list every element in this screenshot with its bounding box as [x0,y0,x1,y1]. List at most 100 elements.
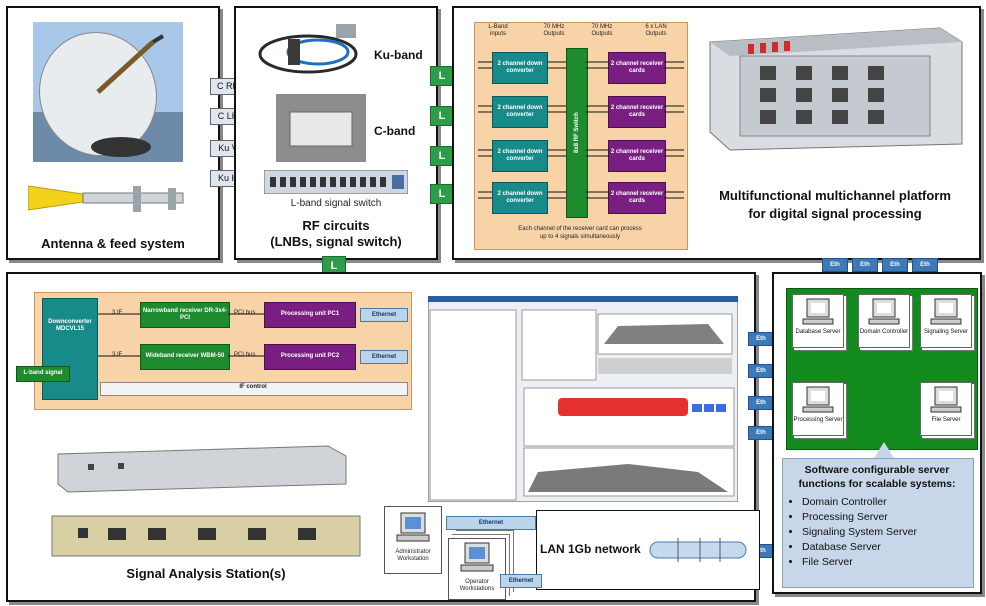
platform-title-2: for digital signal processing [748,206,922,221]
l-arrow-4: L [430,184,454,204]
processing-unit-2: Processing unit PC2 [264,344,356,370]
computer-icon [396,512,430,542]
platform-panel: L-Band inputs 70 MHz Outputs 70 MHz Outp… [452,6,981,260]
lband-signal-box: L-band signal [16,366,70,382]
rf-switch: 8x8 RF Switch [566,48,588,218]
rf-title-2: (LNBs, signal switch) [270,234,402,249]
downconverter-label: Downconverter MDCVL15 [48,319,92,333]
server-label: Signaling Server [923,329,969,335]
server-computer-icon [930,298,962,325]
operator-workstations: Operator Workstations [448,538,506,600]
eth-down-3: Eth [882,258,908,272]
server-function-item: Signaling System Server [802,526,917,538]
l-arrow-1: L [430,66,454,86]
hdr-70mhz-2: 70 MHz Outputs [591,24,613,37]
lband-switch-image [264,170,408,194]
server-label: Database Server [795,329,841,335]
switch-caption: L-band signal switch [290,198,382,209]
antenna-panel: Antenna & feed system [6,6,220,260]
rf-title-1: RF circuits [302,218,370,233]
rack-chassis-image [709,27,963,151]
lnb-ku-image [258,24,358,74]
eth-down-1: Eth [822,258,848,272]
server-callout [782,458,974,588]
server-computer-icon [868,298,900,325]
if-control-label: IF control [239,384,267,390]
server-signaling: Signaling Server [920,294,972,348]
downconverter-2: 2 channel down converter [492,96,548,128]
narrowband-receiver: Narrowband receiver DR-3x4-PCI [140,302,230,328]
receiver-card-1: 2 channel receiver cards [608,52,666,84]
server-computer-icon [930,386,962,413]
downconverter-1: 2 channel down converter [492,52,548,84]
lan-label: LAN 1Gb network [540,542,641,556]
l-arrow-3: L [430,146,454,166]
rack-unit-2-image [51,515,361,557]
server-function-item: Domain Controller [802,496,917,508]
receiver-arrows [478,61,684,199]
c-band-label: C-band [374,124,416,138]
antenna-title: Antenna & feed system [41,236,185,251]
pci-label-2: PCI bus [234,352,256,358]
processing-unit-1: Processing unit PC1 [264,302,356,328]
lnb-c-image [276,94,366,162]
operator-label: Operator Workstations [459,579,495,592]
lan-cable [649,538,747,562]
admin-label: Administrator Workstation [395,549,431,562]
admin-workstation: Administrator Workstation [384,506,442,574]
receiver-card-4: 2 channel receiver cards [608,182,666,214]
servers-panel: Database Server Domain Controller Signal… [772,272,982,594]
server-label: File Server [931,417,961,423]
eth-down-4: Eth [912,258,938,272]
server-label: Processing Server [793,417,843,423]
ethernet-tag-1: Ethernet [360,308,408,322]
rf-panel: Ku-band C-band L-band signal switch RF c… [234,6,438,260]
callout-pointer [874,442,894,458]
server-label: Domain Controller [859,329,909,335]
wideband-receiver: Wideband receiver WBM-50 [140,344,230,370]
servers-title-1: Software configurable server [804,464,950,476]
ethernet-tag-admin: Ethernet [446,516,536,530]
satellite-dish-image [33,22,183,162]
server-computer-icon [802,386,834,413]
feed-horn-image [28,185,184,212]
software-screenshot [428,296,738,502]
ku-band-label: Ku-band [374,48,423,62]
server-function-item: File Server [802,556,917,568]
receiver-note-2: up to 4 signals simultaneously [539,234,621,240]
server-function-item: Processing Server [802,511,917,523]
if-control-bar [100,382,408,396]
downconverter-3: 2 channel down converter [492,140,548,172]
receiver-card-3: 2 channel receiver cards [608,140,666,172]
hdr-lan: 6 x LAN Outputs [645,24,667,37]
hdr-lband: L-Band inputs [488,24,508,37]
receiver-note-1: Each channel of the receiver card can pr… [518,226,642,232]
server-computer-icon [802,298,834,325]
receiver-card-2: 2 channel receiver cards [608,96,666,128]
server-processing: Processing Server [792,382,844,436]
eth-right-2: Eth [748,364,774,378]
station-panel: Downconverter MDCVL15 Narrowband receive… [6,272,756,602]
ethernet-tag-operator: Ethernet [500,574,542,588]
station-title: Signal Analysis Station(s) [126,566,286,581]
if-label-2: 3 IF [112,352,123,358]
eth-right-4: Eth [748,426,774,440]
server-domain: Domain Controller [858,294,910,348]
downconverter-4: 2 channel down converter [492,182,548,214]
eth-right-1: Eth [748,332,774,346]
computer-icon [460,542,494,572]
rack-unit-1-image [57,445,347,493]
server-database: Database Server [792,294,844,348]
station-arrows [98,313,264,357]
eth-right-3: Eth [748,396,774,410]
pci-label-1: PCI bus [234,310,256,316]
eth-down-2: Eth [852,258,878,272]
server-function-list: Domain Controller Processing Server Sign… [774,496,917,571]
server-function-item: Database Server [802,541,917,553]
if-label-1: 3 IF [112,310,123,316]
servers-title-2: functions for scalable systems: [798,478,956,490]
ethernet-tag-2: Ethernet [360,350,408,364]
hdr-70mhz-1: 70 MHz Outputs [543,24,565,37]
l-arrow-2: L [430,106,454,126]
platform-title-1: Multifunctional multichannel platform [719,188,951,203]
